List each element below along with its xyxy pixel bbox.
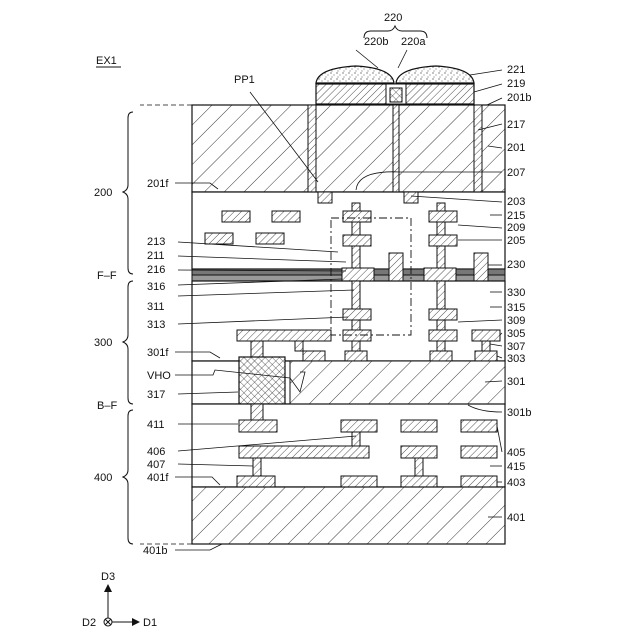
label-303: 303 bbox=[507, 353, 525, 365]
interlayer-215 bbox=[192, 192, 505, 269]
substrate-201 bbox=[192, 105, 505, 192]
label-201: 201 bbox=[507, 142, 525, 154]
label-213: 213 bbox=[147, 236, 165, 248]
label-315: 315 bbox=[507, 302, 525, 314]
axis-indicator: D3 D2 D1 bbox=[82, 571, 157, 629]
label-301: 301 bbox=[507, 376, 525, 388]
label-207: 207 bbox=[507, 167, 525, 179]
label-300: 300 bbox=[94, 337, 112, 349]
label-411: 411 bbox=[147, 419, 165, 431]
label-220a: 220a bbox=[401, 36, 426, 48]
label-301b: 301b bbox=[507, 407, 531, 419]
label-407: 407 bbox=[147, 459, 165, 471]
label-ff: F–F bbox=[97, 270, 117, 282]
label-301f: 301f bbox=[147, 347, 169, 359]
label-415: 415 bbox=[507, 461, 525, 473]
substrate-301 bbox=[192, 357, 505, 404]
axis-d2-label: D2 bbox=[82, 617, 96, 629]
label-405: 405 bbox=[507, 447, 525, 459]
label-pp1: PP1 bbox=[234, 74, 255, 86]
label-209: 209 bbox=[507, 222, 525, 234]
label-vho: VHO bbox=[147, 370, 171, 382]
label-201f: 201f bbox=[147, 178, 169, 190]
axis-d3-label: D3 bbox=[101, 571, 115, 583]
label-305: 305 bbox=[507, 328, 525, 340]
through-via-center bbox=[393, 105, 399, 192]
label-309: 309 bbox=[507, 315, 525, 327]
label-401b: 401b bbox=[143, 545, 167, 557]
label-216: 216 bbox=[147, 264, 165, 276]
via-vho-317 bbox=[239, 357, 285, 404]
label-313: 313 bbox=[147, 319, 165, 331]
label-316: 316 bbox=[147, 281, 165, 293]
interlayer-315 bbox=[192, 281, 505, 361]
axis-d1-label: D1 bbox=[143, 617, 157, 629]
label-217: 217 bbox=[507, 119, 525, 131]
bump-220b bbox=[316, 66, 394, 83]
label-401: 401 bbox=[507, 512, 525, 524]
bump-220-group bbox=[316, 66, 474, 104]
label-311: 311 bbox=[147, 301, 165, 313]
label-201b: 201b bbox=[507, 92, 531, 104]
label-215: 215 bbox=[507, 210, 525, 222]
label-307: 307 bbox=[507, 341, 525, 353]
label-bf: B–F bbox=[97, 400, 117, 412]
figure-label: EX1 bbox=[96, 55, 117, 67]
through-via-217-right bbox=[474, 105, 482, 192]
label-220: 220 bbox=[384, 12, 402, 24]
label-200: 200 bbox=[94, 187, 112, 199]
label-220b: 220b bbox=[364, 36, 388, 48]
label-317: 317 bbox=[147, 389, 165, 401]
pad-219-core bbox=[390, 88, 402, 102]
through-via-217-left bbox=[308, 105, 316, 192]
label-211: 211 bbox=[147, 250, 165, 262]
label-403: 403 bbox=[507, 477, 525, 489]
label-230: 230 bbox=[507, 259, 525, 271]
label-205: 205 bbox=[507, 235, 525, 247]
label-406: 406 bbox=[147, 446, 165, 458]
label-203: 203 bbox=[507, 196, 525, 208]
label-400: 400 bbox=[94, 472, 112, 484]
bump-220a bbox=[396, 66, 474, 83]
substrate-401 bbox=[192, 487, 505, 544]
label-330: 330 bbox=[507, 287, 525, 299]
label-221: 221 bbox=[507, 64, 525, 76]
label-219: 219 bbox=[507, 78, 525, 90]
label-401f: 401f bbox=[147, 472, 169, 484]
